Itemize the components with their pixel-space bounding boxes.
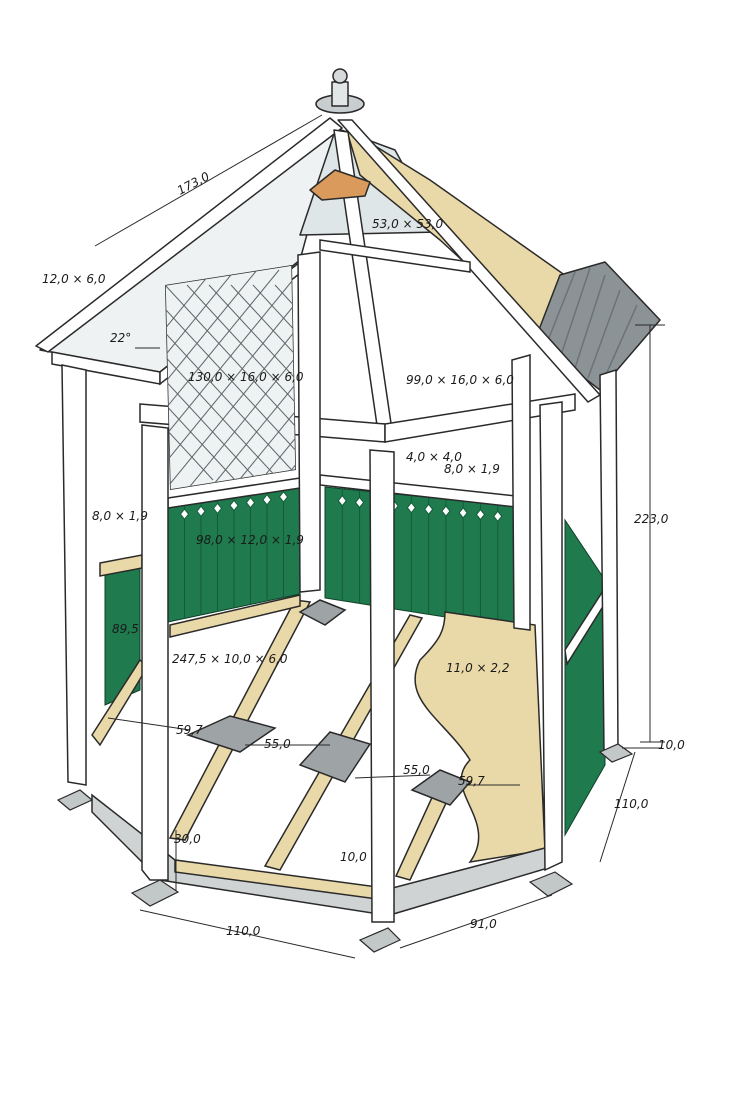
panel-right (564, 518, 606, 837)
label-floor-beam: 247,5 × 10,0 × 6,0 (172, 652, 288, 666)
lattice-strip (252, 284, 296, 481)
label-top-block: 53,0 × 53,0 (372, 217, 443, 231)
label-joist-spacing-2: 55,0 (264, 737, 291, 751)
post-back-left (297, 251, 321, 593)
posts (61, 251, 619, 923)
concrete-block-1 (185, 715, 277, 753)
label-rail-right: 8,0 × 1,9 (444, 462, 500, 476)
finial-top (332, 68, 348, 84)
label-beam-left: 130,0 × 16,0 × 6,0 (188, 370, 304, 384)
lattice-strip (165, 284, 296, 481)
lattice-strip (165, 284, 296, 481)
panel-cutout (475, 508, 486, 521)
beam-back-right (319, 239, 471, 273)
dimension-lines (94, 114, 665, 959)
concrete-block-2 (298, 731, 372, 783)
lattice-strip (165, 269, 296, 490)
label-joist-spacing-3: 55,0 (403, 763, 430, 777)
label-joist-spacing-4: 59,7 (458, 774, 485, 788)
label-panel: 98,0 × 12,0 × 1,9 (196, 533, 304, 547)
panel-cutout (337, 494, 347, 507)
label-total-height: 223,0 (634, 512, 669, 526)
roof-top-cap (309, 169, 371, 201)
lattice-strip (230, 269, 296, 490)
foot-2 (358, 927, 402, 953)
panel-cutout (441, 505, 451, 517)
panel-cutout (278, 491, 289, 503)
label-joist-spacing-1: 59,7 (176, 723, 203, 737)
panel-cutout (229, 499, 239, 512)
panel-cutout (245, 496, 256, 509)
lattice-strip (165, 269, 236, 490)
lattice-strip (165, 284, 280, 481)
panel-cutout (196, 505, 206, 518)
concrete-block-3 (410, 769, 472, 806)
post-front (369, 449, 395, 923)
lattice-strip (186, 284, 296, 481)
lattice-strip (165, 269, 296, 490)
foot-1 (130, 879, 180, 907)
panel-cutout (493, 510, 503, 523)
finial-body (331, 81, 349, 107)
lattice-strip (186, 269, 296, 490)
label-beam-right: 99,0 × 16,0 × 6,0 (406, 373, 514, 387)
panel-cutout (423, 503, 434, 516)
rafter-left (35, 117, 343, 353)
foot-4 (56, 789, 94, 811)
label-foot-right: 10,0 (658, 738, 685, 752)
post-front-right (539, 401, 563, 872)
label-roof-edge: 173,0 (175, 169, 212, 198)
label-rail-left: 8,0 × 1,9 (92, 509, 148, 523)
panel-cutout (458, 507, 468, 519)
floorboards (414, 611, 546, 864)
lattice-strip (165, 269, 280, 490)
label-side-right: 110,0 (614, 797, 649, 811)
panel-back (324, 486, 516, 629)
label-base-height: 30,0 (174, 832, 201, 846)
lattice-strip (165, 284, 296, 481)
lattice-strip (165, 284, 236, 481)
lattice-strip (208, 284, 296, 481)
post-left (61, 364, 87, 786)
panel-cutout (406, 501, 417, 514)
label-post: 4,0 × 4,0 (406, 450, 462, 464)
lattice-strip (208, 269, 296, 490)
lattice-strip (165, 284, 214, 481)
post-back-right (511, 354, 531, 631)
panel-cutout (179, 508, 190, 520)
lattice-strip (230, 284, 296, 481)
label-side-front-left: 110,0 (226, 924, 261, 938)
panel-cutout (212, 502, 223, 515)
post-right (599, 368, 619, 753)
lattice-strip (165, 269, 214, 490)
feet (56, 743, 634, 953)
post-front-left (141, 424, 169, 881)
label-base-thickness: 10,0 (340, 850, 367, 864)
foot-3 (528, 871, 574, 897)
label-rafter: 12,0 × 6,0 (42, 272, 106, 286)
floor-beam-back (169, 594, 301, 638)
panel-cutout (354, 496, 365, 509)
roof (35, 68, 661, 433)
panel-cutout (262, 493, 272, 506)
label-angle: 22° (110, 331, 131, 345)
label-floorboard: 11,0 × 2,2 (446, 661, 510, 675)
label-panel-height: 89,5 (112, 622, 139, 636)
concrete-block-4 (298, 599, 347, 626)
lattice-strip (252, 269, 296, 490)
label-side-front-right: 91,0 (470, 917, 497, 931)
